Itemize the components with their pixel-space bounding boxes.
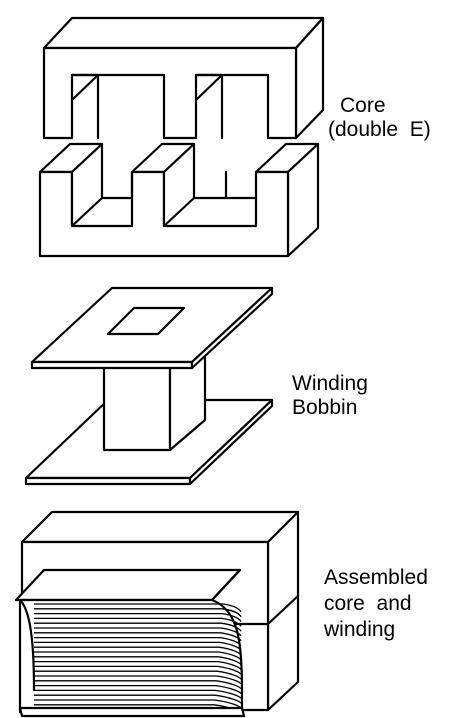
core-label-line2: (double E)	[328, 118, 431, 141]
winding-turn	[34, 608, 242, 618]
winding-turn	[34, 689, 242, 699]
bobbin-label-line1: Winding	[292, 372, 368, 395]
winding-turn	[34, 632, 242, 642]
winding-turn	[34, 694, 242, 704]
winding-turn	[34, 684, 242, 695]
winding-turn	[34, 680, 242, 690]
winding-turn	[34, 603, 242, 613]
winding-turn	[34, 627, 242, 637]
lower-e-core	[38, 142, 320, 258]
winding-bobbin	[24, 286, 274, 486]
assembled-label-line3: winding	[324, 618, 396, 641]
winding-turn	[34, 665, 242, 675]
assembled-transformer	[14, 510, 300, 718]
assembled-label-line1: Assembled	[324, 566, 428, 589]
winding-turn	[34, 646, 242, 656]
winding-turn	[34, 651, 242, 661]
bobbin-label-line2: Bobbin	[292, 396, 358, 419]
winding-turn	[34, 641, 242, 651]
winding-turn	[34, 612, 242, 622]
winding-turn	[34, 617, 242, 627]
winding-turn	[34, 636, 242, 646]
winding-turn	[34, 670, 242, 680]
winding-turn	[34, 660, 242, 671]
upper-e-core	[42, 16, 325, 140]
winding-turn	[34, 675, 242, 685]
assembled-label-line2: core and	[324, 592, 412, 615]
winding-turn	[34, 622, 242, 632]
core-label-line1: Core	[340, 94, 386, 117]
winding-turn	[34, 656, 242, 666]
